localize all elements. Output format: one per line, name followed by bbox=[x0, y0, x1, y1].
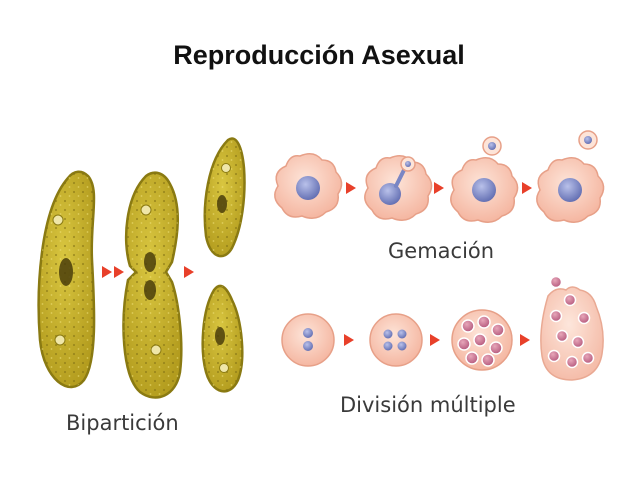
gemacion-section: Gemación bbox=[274, 130, 605, 263]
cell-b bbox=[369, 313, 423, 367]
arrow-right-icon bbox=[346, 182, 356, 194]
arrow-right-icon bbox=[184, 266, 194, 278]
division-multiple-section: División múltiple bbox=[281, 275, 604, 417]
paramecium-whole bbox=[37, 170, 96, 389]
arrow-right-icon bbox=[344, 334, 354, 346]
cell-3 bbox=[450, 136, 519, 223]
cell-d-releasing bbox=[540, 275, 604, 381]
gemacion-label: Gemación bbox=[388, 239, 494, 263]
cell-c bbox=[451, 309, 513, 371]
arrow-right-icon bbox=[430, 334, 440, 346]
cell-4 bbox=[536, 130, 605, 223]
slide-title: Reproducción Asexual bbox=[173, 40, 465, 70]
cell-2-budding bbox=[364, 155, 433, 221]
biparticion-label: Bipartición bbox=[66, 411, 179, 435]
arrow-right-icon bbox=[114, 266, 124, 278]
biparticion-section: Bipartición bbox=[37, 137, 246, 435]
paramecium-daughter-top bbox=[203, 137, 246, 258]
arrow-right-icon bbox=[520, 334, 530, 346]
arrow-right-icon bbox=[522, 182, 532, 194]
arrow-right-icon bbox=[102, 266, 112, 278]
cell-1 bbox=[274, 153, 343, 219]
arrow-right-icon bbox=[434, 182, 444, 194]
cell-a bbox=[281, 313, 335, 367]
paramecium-dividing bbox=[122, 171, 183, 399]
division-multiple-label: División múltiple bbox=[340, 393, 516, 417]
paramecium-daughter-bottom bbox=[201, 284, 244, 393]
